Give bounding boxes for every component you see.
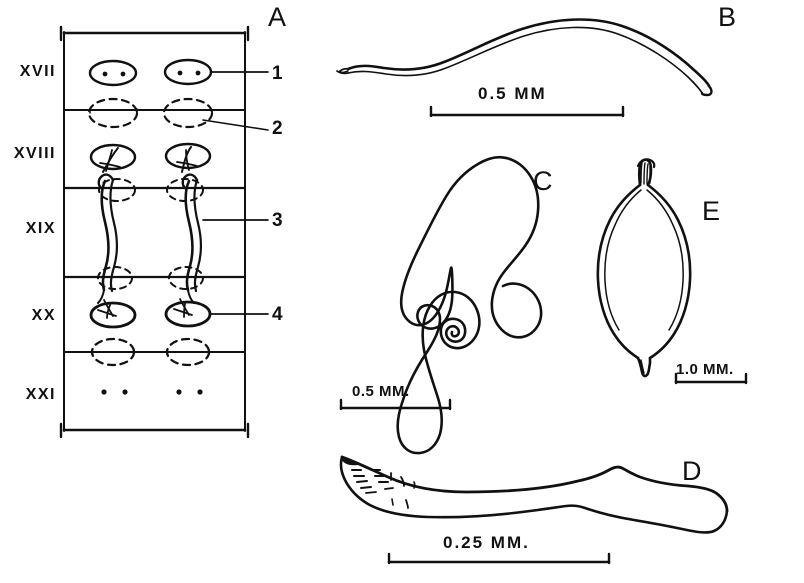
segment-label-xvii: XVII: [19, 63, 56, 80]
segment-label-xxi: XXI: [25, 386, 56, 403]
segment-label-xx: XX: [31, 307, 56, 324]
callout-label-4: 4: [272, 304, 283, 325]
panel-letter-b: B: [718, 2, 738, 32]
callout-label-2: 2: [272, 118, 283, 139]
callout-label-3: 3: [272, 210, 283, 231]
scale-label-e: 1.0 MM.: [676, 361, 734, 378]
segment-label-xviii: XVIII: [13, 145, 56, 162]
panel-letter-a: A: [268, 2, 288, 32]
scale-label-c: 0.5 MM.: [352, 383, 410, 400]
callout-label-1: 1: [272, 63, 283, 84]
scale-label-b: 0.5 MM: [478, 84, 547, 103]
panel-letter-d: D: [682, 456, 703, 486]
panel-letter-c: C: [533, 166, 554, 196]
panel-letter-e: E: [702, 196, 722, 226]
segment-label-xix: XIX: [25, 220, 56, 237]
scale-label-d: 0.25 MM.: [443, 533, 530, 552]
